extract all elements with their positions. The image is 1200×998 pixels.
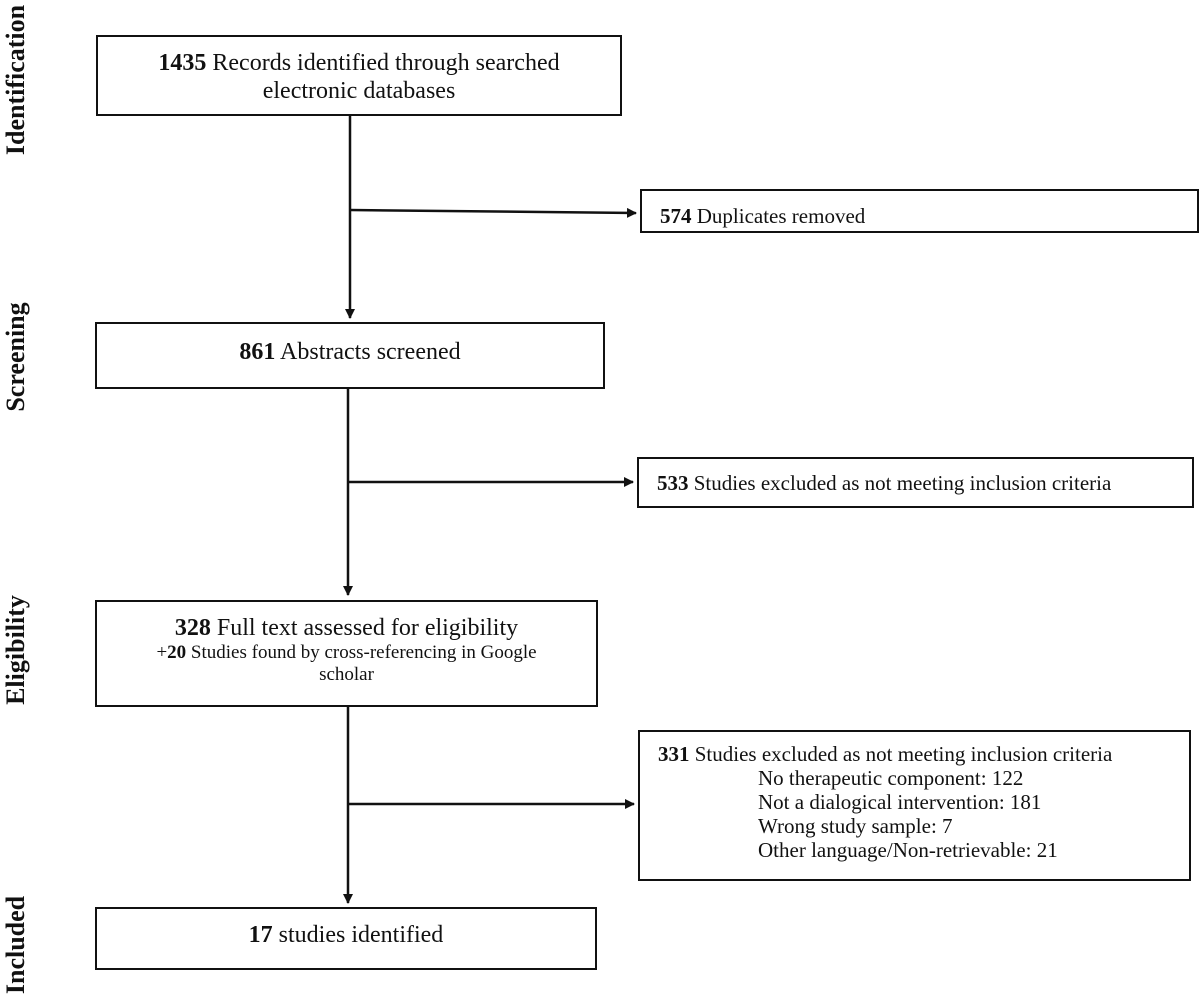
duplicates-removed-box: 574 Duplicates removed	[640, 189, 1199, 233]
excluded-eligibility-text: Studies excluded as not meeting inclusio…	[694, 742, 1113, 766]
stage-label-screening: Screening	[1, 302, 30, 412]
stage-label-included: Included	[1, 895, 30, 995]
fulltext-assessed-line: 328 Full text assessed for eligibility	[97, 614, 596, 642]
cross-reference-line2: scholar	[319, 664, 374, 685]
records-identified-count: 1435	[158, 50, 207, 76]
excluded-screening-text: Studies excluded as not meeting inclusio…	[693, 471, 1112, 495]
records-identified-line2: electronic databases	[262, 78, 456, 104]
records-identified-box: 1435 Records identified through searched…	[96, 35, 622, 116]
excluded-eligibility-heading: 331 Studies excluded as not meeting incl…	[658, 742, 1189, 766]
records-identified-text: Records identified through searched	[212, 50, 560, 76]
studies-included-count: 17	[248, 922, 273, 948]
exclusion-reason: Wrong study sample: 7	[758, 814, 953, 838]
records-identified-line1: 1435 Records identified through searched	[98, 49, 620, 77]
cross-reference-line1: +20 Studies found by cross-referencing i…	[97, 642, 596, 664]
abstracts-screened-box: 861 Abstracts screened	[95, 322, 605, 389]
stage-label-eligibility: Eligibility	[1, 595, 30, 705]
exclusion-reason: No therapeutic component: 122	[758, 766, 1024, 790]
fulltext-assessed-box: 328 Full text assessed for eligibility +…	[95, 600, 598, 707]
studies-included-box: 17 studies identified	[95, 907, 597, 970]
studies-included-text: studies identified	[278, 922, 444, 948]
duplicates-removed-count: 574	[660, 204, 692, 228]
cross-reference-plus: +	[156, 642, 168, 663]
abstracts-screened-text: Abstracts screened	[280, 339, 461, 365]
duplicates-removed-text: Duplicates removed	[696, 204, 866, 228]
excluded-eligibility-count: 331	[658, 742, 690, 766]
fulltext-assessed-count: 328	[174, 615, 211, 641]
excluded-screening-count: 533	[657, 471, 689, 495]
stage-label-identification: Identification	[1, 4, 30, 156]
cross-reference-text: Studies found by cross-referencing in Go…	[190, 642, 537, 663]
excluded-screening-box: 533 Studies excluded as not meeting incl…	[637, 457, 1194, 508]
exclusion-reason: Other language/Non-retrievable: 21	[758, 838, 1058, 862]
abstracts-screened-count: 861	[239, 339, 276, 365]
excluded-eligibility-box: 331 Studies excluded as not meeting incl…	[638, 730, 1191, 881]
exclusion-reason: Not a dialogical intervention: 181	[758, 790, 1042, 814]
fulltext-assessed-text: Full text assessed for eligibility	[216, 615, 519, 641]
cross-reference-count: 20	[167, 642, 187, 663]
arrow-to-duplicates	[349, 207, 637, 218]
